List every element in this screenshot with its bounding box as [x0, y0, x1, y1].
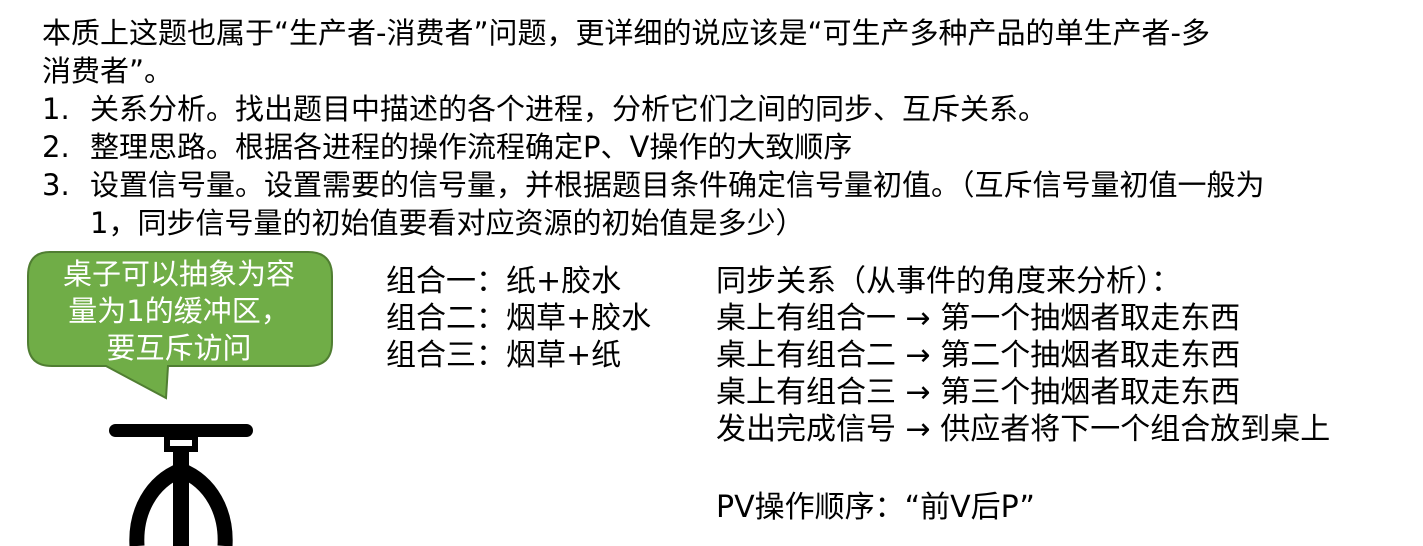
- intro-line-2: 消费者”。: [42, 54, 174, 88]
- callout-bubble-shape: [27, 251, 333, 400]
- callout-line-1: 桌子可以抽象为容: [62, 257, 295, 291]
- combo-1: 组合一：纸+胶水: [386, 264, 622, 299]
- callout-line-2: 量为1的缓冲区，: [68, 294, 290, 328]
- callout-line-3: 要互斥访问: [106, 331, 252, 365]
- step-1-text: 关系分析。找出题目中描述的各个进程，分析它们之间的同步、互斥关系。: [90, 92, 1048, 126]
- callout-text: 桌子可以抽象为容 量为1的缓冲区， 要互斥访问: [26, 256, 332, 367]
- combo-3: 组合三：烟草+纸: [386, 338, 622, 373]
- intro-line-1: 本质上这题也属于“生产者-消费者”问题，更详细的说应该是“可生产多种产品的单生产…: [42, 16, 1211, 50]
- step-3-number: 3.: [42, 168, 70, 202]
- sync-item-1: 桌上有组合一 → 第一个抽烟者取走东西: [716, 301, 1241, 336]
- table-icon: [109, 424, 253, 546]
- sync-title: 同步关系（从事件的角度来分析）：: [716, 264, 1181, 299]
- pv-order: PV操作顺序：“前V后P”: [716, 490, 1035, 525]
- callout-bubble: 桌子可以抽象为容 量为1的缓冲区， 要互斥访问: [26, 250, 338, 400]
- step-1-number: 1.: [42, 92, 70, 126]
- sync-item-4: 发出完成信号 → 供应者将下一个组合放到桌上: [716, 412, 1331, 447]
- sync-item-2: 桌上有组合二 → 第二个抽烟者取走东西: [716, 338, 1241, 373]
- step-2-number: 2.: [42, 130, 70, 164]
- step-3-text: 设置信号量。设置需要的信号量，并根据题目条件确定信号量初值。（互斥信号量初值一般…: [90, 168, 1265, 202]
- sync-item-3: 桌上有组合三 → 第三个抽烟者取走东西: [716, 375, 1241, 410]
- step-3-continuation: 1，同步信号量的初始值要看对应资源的初始值是多少）: [90, 206, 805, 240]
- step-2-text: 整理思路。根据各进程的操作流程确定P、V操作的大致顺序: [90, 130, 853, 164]
- combo-2: 组合二：烟草+胶水: [386, 301, 652, 336]
